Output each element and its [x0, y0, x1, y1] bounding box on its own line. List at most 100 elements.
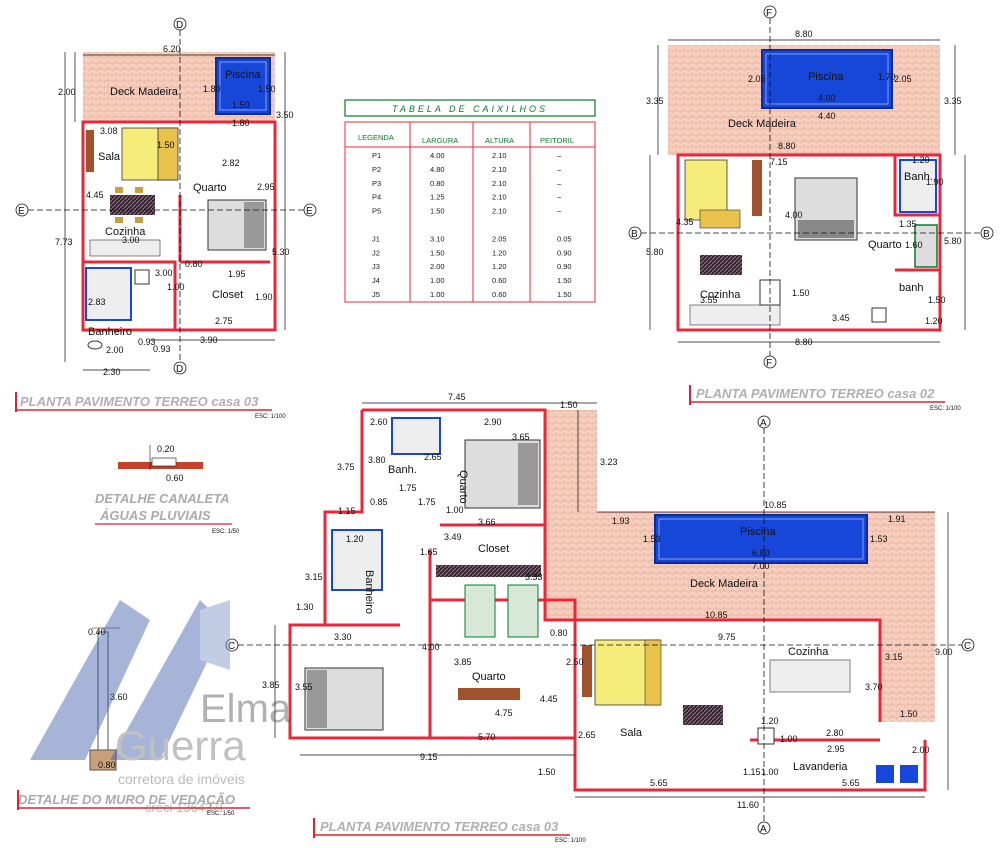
svg-text:3.15: 3.15	[885, 652, 903, 662]
svg-text:1.75: 1.75	[399, 483, 417, 493]
svg-text:E: E	[18, 206, 25, 217]
quarto-label: Quarto	[193, 182, 227, 194]
svg-text:Cozinha: Cozinha	[700, 289, 741, 301]
svg-text:4.45: 4.45	[540, 694, 558, 704]
svg-text:1.50: 1.50	[157, 140, 175, 150]
table-cell: P3	[372, 179, 381, 188]
table-cell: P1	[372, 151, 381, 160]
svg-text:Banheiro: Banheiro	[363, 570, 375, 614]
table-cell: 2.10	[492, 179, 507, 188]
svg-text:9.15: 9.15	[420, 752, 438, 762]
table-cell: –	[557, 151, 562, 160]
svg-text:F: F	[766, 8, 772, 19]
table-cell: 0.60	[492, 276, 507, 285]
svg-text:10.85: 10.85	[705, 610, 728, 620]
svg-text:3.35: 3.35	[646, 96, 664, 106]
svg-text:Guerra: Guerra	[115, 722, 246, 769]
svg-text:3.66: 3.66	[478, 517, 496, 527]
svg-text:1.50: 1.50	[560, 400, 578, 410]
svg-text:D: D	[176, 20, 183, 31]
svg-text:1.95: 1.95	[228, 269, 246, 279]
svg-text:3.23: 3.23	[600, 457, 618, 467]
table-cell: 4.80	[430, 165, 445, 174]
svg-text:ESC: 1/100: ESC: 1/100	[930, 406, 961, 412]
svg-text:1.20: 1.20	[346, 534, 364, 544]
svg-text:Closet: Closet	[478, 543, 509, 555]
svg-text:3.49: 3.49	[444, 532, 462, 542]
svg-text:corretora de imóveis: corretora de imóveis	[118, 771, 245, 787]
svg-text:1.00: 1.00	[780, 734, 798, 744]
svg-text:4.00: 4.00	[422, 642, 440, 652]
svg-text:2.30: 2.30	[103, 367, 121, 377]
svg-text:7.73: 7.73	[55, 237, 73, 247]
svg-text:3.30: 3.30	[334, 632, 352, 642]
svg-text:4.75: 4.75	[495, 708, 513, 718]
svg-text:banh: banh	[899, 282, 923, 294]
svg-text:2.65: 2.65	[424, 452, 442, 462]
svg-text:2.00: 2.00	[912, 745, 930, 755]
table-cell: 2.10	[492, 193, 507, 202]
svg-text:ESC: 1/100: ESC: 1/100	[555, 838, 586, 844]
svg-text:0.80: 0.80	[98, 760, 116, 770]
svg-text:LARGURA: LARGURA	[422, 136, 458, 145]
table-cell: 0.90	[557, 262, 572, 271]
svg-text:Quarto: Quarto	[457, 470, 469, 504]
svg-text:8.80: 8.80	[795, 29, 813, 39]
plan-casa03-small: Piscina Deck Madeira Sala Quarto Cozinha…	[15, 17, 317, 420]
svg-text:3.55: 3.55	[700, 295, 718, 305]
svg-text:1.20: 1.20	[761, 716, 779, 726]
svg-text:1.15: 1.15	[338, 506, 356, 516]
table-cell: 2.05	[492, 234, 507, 243]
table-cell: –	[557, 179, 562, 188]
dining-table	[683, 705, 723, 725]
table-cell: 2.10	[492, 207, 507, 216]
svg-text:2.60: 2.60	[370, 417, 388, 427]
svg-text:1.50: 1.50	[792, 288, 810, 298]
svg-text:0.60: 0.60	[166, 473, 184, 483]
pool	[215, 57, 271, 115]
plan-casa02: Piscina Deck Madeira Banh. Quarto Cozinh…	[628, 5, 994, 412]
table-cell: 2.10	[492, 165, 507, 174]
detail-canaleta: 0.20 0.60 DETALHE CANALETA ÁGUAS PLUVIAI…	[95, 444, 240, 535]
window-table: TABELA DE CAIXILHOS LEGENDA LARGURA ALTU…	[344, 99, 596, 303]
pool-label: Piscina	[225, 69, 261, 81]
svg-text:3.00: 3.00	[122, 235, 140, 245]
svg-text:2.50: 2.50	[566, 657, 584, 667]
dining-table	[700, 255, 742, 275]
detail-muro: 0.40 3.60 0.80 DETALHE DO MURO DE VEDAÇÃ…	[17, 627, 250, 817]
svg-text:5.65: 5.65	[650, 778, 668, 788]
svg-text:1.20: 1.20	[912, 155, 930, 165]
table-cell: 1.50	[557, 290, 572, 299]
table-cell: J2	[372, 248, 380, 257]
svg-text:1.53: 1.53	[870, 534, 888, 544]
table-cell: J1	[372, 234, 380, 243]
pool	[654, 514, 868, 564]
svg-text:ÁGUAS PLUVIAIS: ÁGUAS PLUVIAIS	[99, 508, 211, 523]
svg-text:5.80: 5.80	[646, 247, 664, 257]
svg-text:ESC: 1/50: ESC: 1/50	[212, 529, 240, 535]
svg-text:1.80: 1.80	[203, 84, 221, 94]
svg-text:2.82: 2.82	[222, 158, 240, 168]
svg-text:1.75: 1.75	[418, 497, 436, 507]
svg-text:B: B	[983, 229, 990, 240]
svg-text:Sala: Sala	[620, 727, 643, 739]
svg-text:3.35: 3.35	[944, 96, 962, 106]
svg-text:2.75: 2.75	[215, 316, 233, 326]
svg-text:5.65: 5.65	[842, 778, 860, 788]
svg-text:1.90: 1.90	[255, 292, 273, 302]
svg-text:1.91: 1.91	[888, 514, 906, 524]
svg-text:1.53: 1.53	[643, 534, 661, 544]
table-cell: 0.60	[492, 290, 507, 299]
svg-text:3.33: 3.33	[525, 572, 543, 582]
plan-casa03-large-title: PLANTA PAVIMENTO TERREO casa 03	[320, 819, 559, 834]
svg-text:DETALHE CANALETA: DETALHE CANALETA	[95, 491, 230, 506]
table-cell: 1.00	[430, 290, 445, 299]
table-cell: 4.00	[430, 151, 445, 160]
svg-text:F: F	[766, 358, 772, 369]
svg-text:1.50: 1.50	[928, 295, 946, 305]
svg-text:3.50: 3.50	[276, 110, 294, 120]
svg-text:5.70: 5.70	[478, 732, 496, 742]
svg-text:1.60: 1.60	[905, 240, 923, 250]
svg-text:6.20: 6.20	[163, 44, 181, 54]
